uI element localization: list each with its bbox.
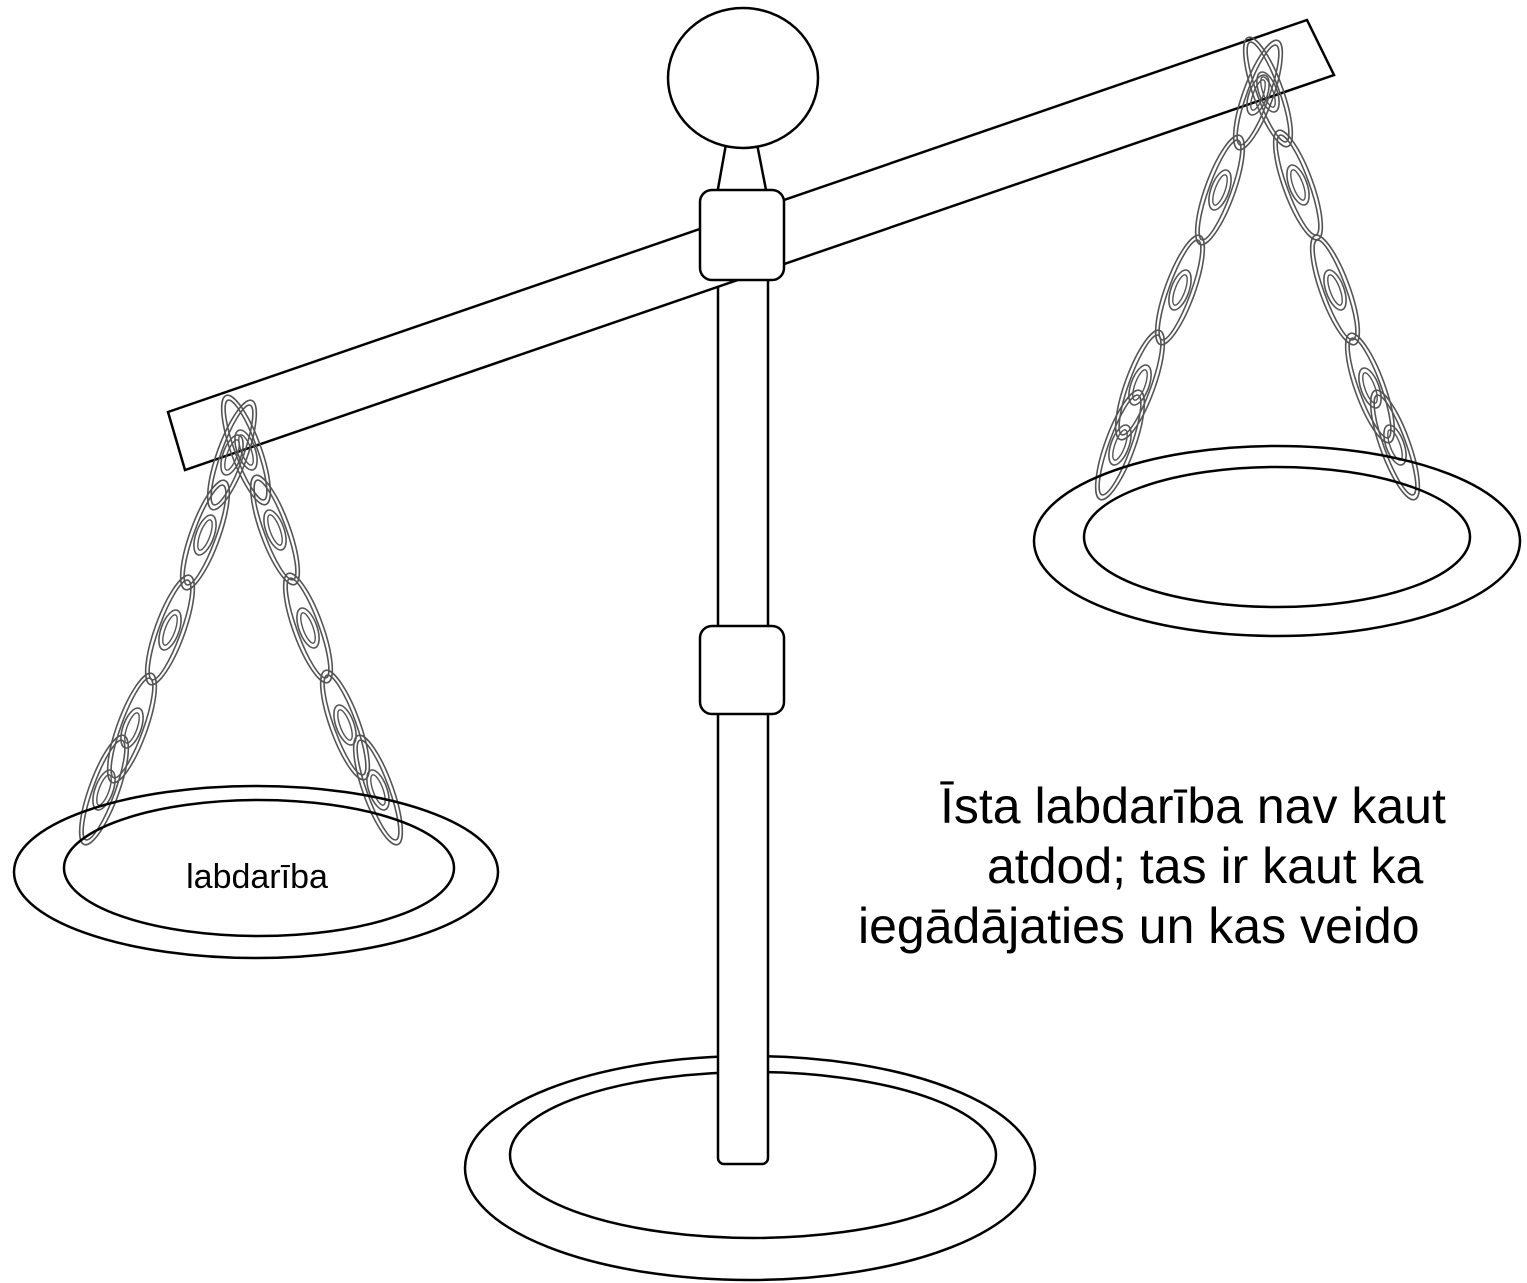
quote-text: Īsta labdarība nav kaut atdod; tas ir ka… (858, 778, 1446, 954)
left-pan-outer (12, 784, 500, 960)
quote-line-1: Īsta labdarība nav kaut (940, 778, 1446, 834)
pole-shaft (716, 270, 770, 1166)
pivot-top (666, 6, 820, 282)
right-chain-back (1233, 31, 1430, 506)
left-pan (12, 784, 500, 960)
pole-collar (698, 624, 786, 716)
right-pan-outer (1032, 444, 1522, 638)
left-pan-inner (62, 798, 456, 938)
quote-line-3: iegādājaties un kas veido (858, 898, 1420, 954)
left-chain-front (69, 394, 267, 851)
right-pan (1032, 444, 1522, 638)
left-pan-label: labdarība (186, 858, 328, 896)
pivot-block (698, 188, 786, 282)
stand-pole (698, 270, 786, 1166)
right-pan-inner (1082, 465, 1472, 609)
knob-ball (666, 6, 820, 150)
quote-line-2: atdod; tas ir kaut ka (987, 838, 1424, 894)
